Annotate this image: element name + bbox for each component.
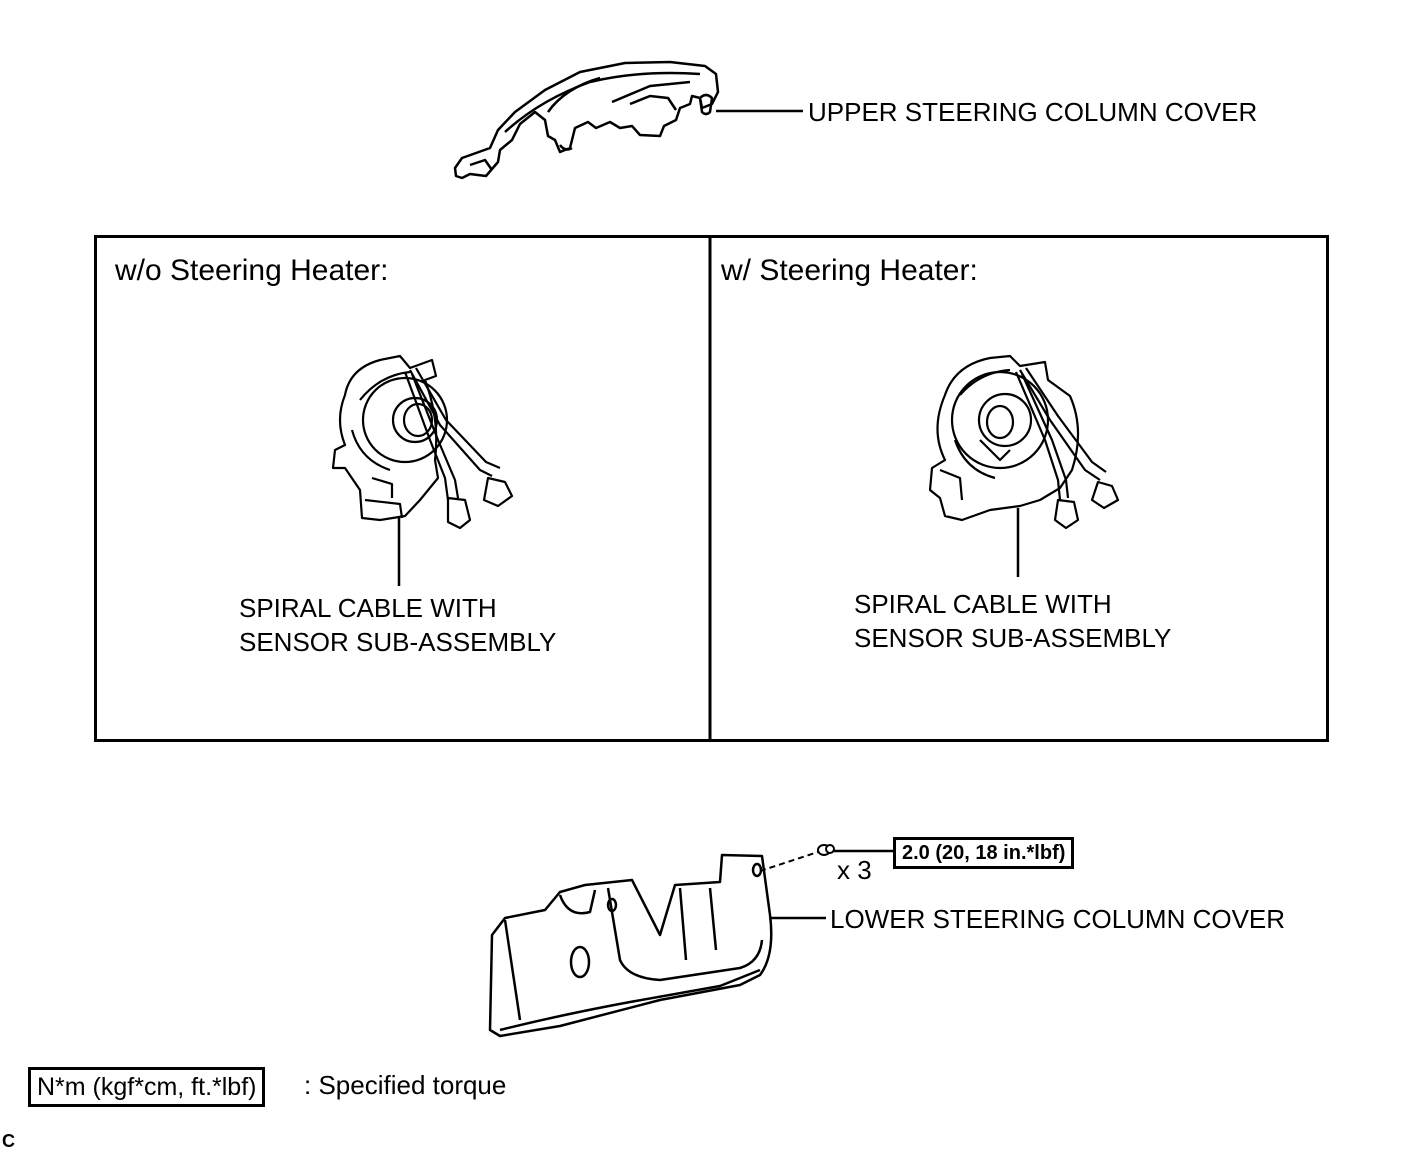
spiral-right-label-line1: SPIRAL CABLE WITH	[854, 589, 1112, 619]
spiral-cable-heater-icon	[928, 354, 1120, 530]
lower-cover-label: LOWER STEERING COLUMN COVER	[830, 904, 1286, 934]
torque-unit-legend-box: N*m (kgf*cm, ft.*lbf)	[28, 1067, 266, 1107]
screw-icon	[817, 844, 835, 856]
left-panel-title: w/o Steering Heater:	[115, 254, 389, 287]
screw-insertion-line	[759, 851, 819, 872]
screw-quantity: x 3	[837, 855, 872, 885]
right-panel-title: w/ Steering Heater:	[721, 254, 978, 287]
corner-mark: C	[2, 1131, 15, 1151]
spiral-left-label-line2: SENSOR SUB-ASSEMBLY	[239, 627, 557, 657]
upper-steering-column-cover-icon	[453, 60, 720, 180]
torque-value-box: 2.0 (20, 18 in.*lbf)	[893, 837, 1075, 869]
spiral-right-label-line2: SENSOR SUB-ASSEMBLY	[854, 623, 1172, 653]
upper-cover-label: UPPER STEERING COLUMN COVER	[808, 97, 1258, 127]
torque-legend-description: : Specified torque	[304, 1070, 507, 1100]
spiral-cable-icon	[331, 354, 514, 530]
lower-steering-column-cover-icon	[488, 853, 773, 1038]
spiral-left-label-line1: SPIRAL CABLE WITH	[239, 593, 497, 623]
